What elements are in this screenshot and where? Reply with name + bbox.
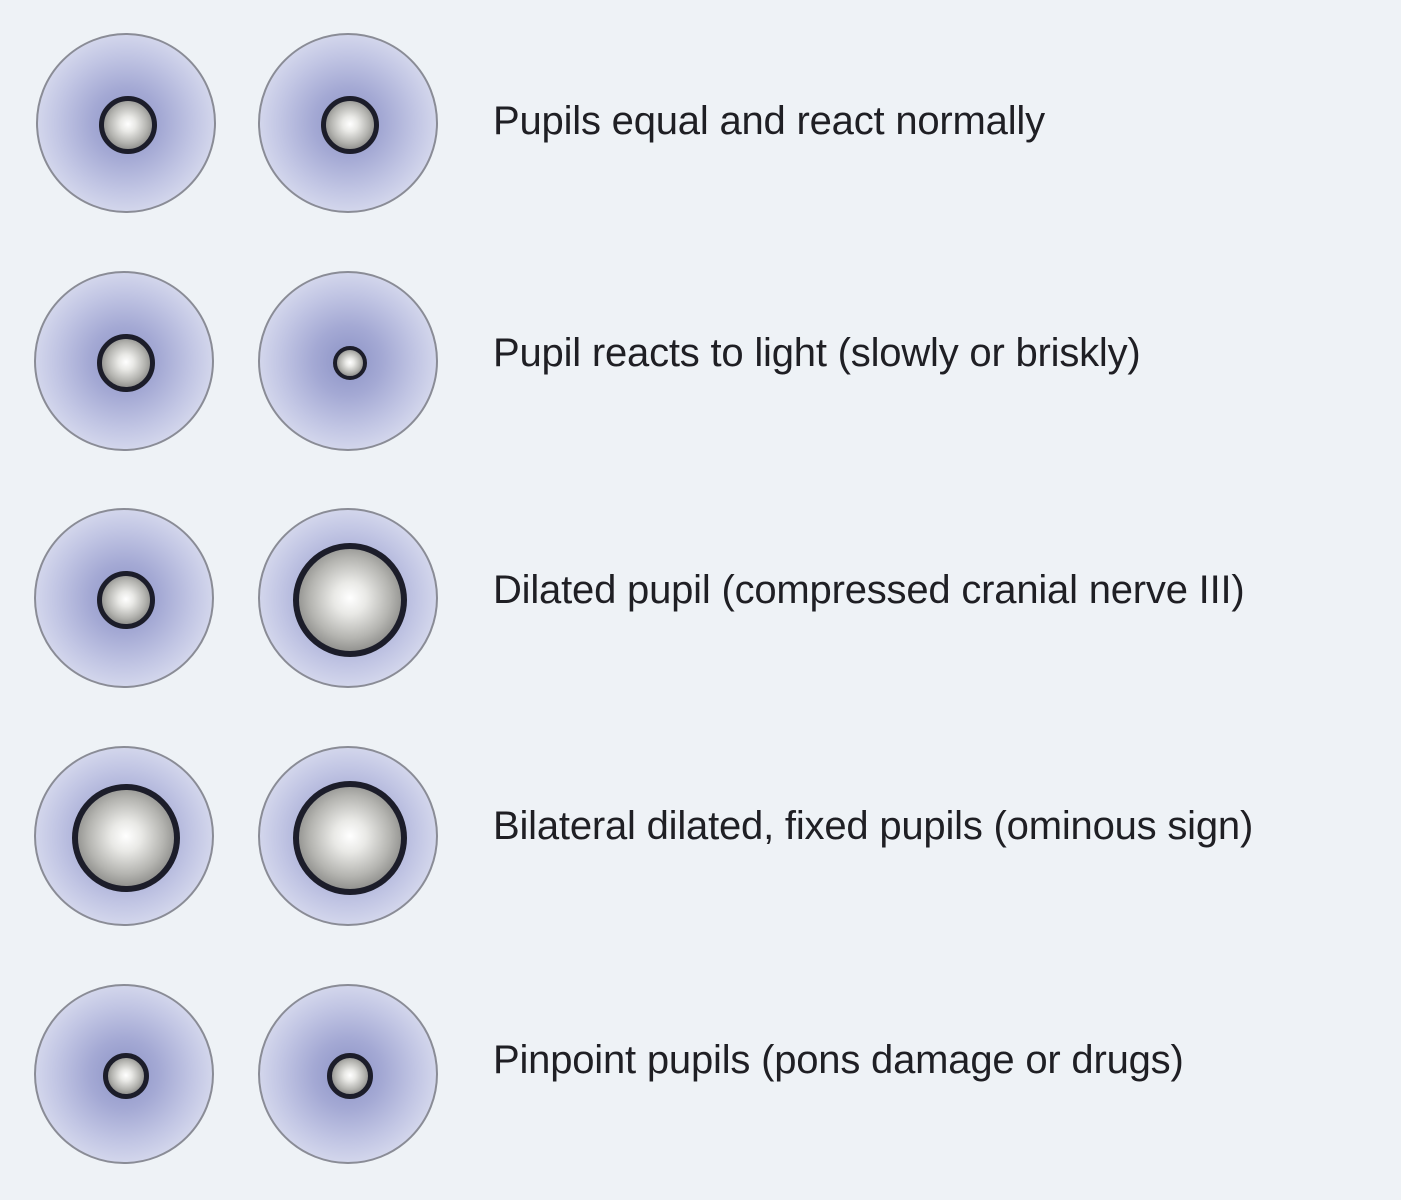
eye-right-row-4 xyxy=(258,746,438,926)
pupil-right-row-3 xyxy=(293,543,407,657)
eye-right-row-1 xyxy=(258,33,438,213)
eye-left-row-2 xyxy=(34,271,214,451)
eye-left-row-1 xyxy=(36,33,216,213)
caption-row-2: Pupil reacts to light (slowly or briskly… xyxy=(493,331,1141,375)
pupil-left-row-2 xyxy=(97,334,155,392)
pupil-right-row-2 xyxy=(333,346,367,380)
caption-row-4: Bilateral dilated, fixed pupils (ominous… xyxy=(493,804,1254,848)
pupil-right-row-4 xyxy=(293,781,407,895)
pupil-left-row-4 xyxy=(72,784,180,892)
eye-right-row-3 xyxy=(258,508,438,688)
caption-row-5: Pinpoint pupils (pons damage or drugs) xyxy=(493,1038,1184,1082)
pupil-left-row-5 xyxy=(103,1053,149,1099)
pupil-right-row-1 xyxy=(321,96,379,154)
eye-right-row-2 xyxy=(258,271,438,451)
pupil-right-row-5 xyxy=(327,1053,373,1099)
eye-right-row-5 xyxy=(258,984,438,1164)
eye-left-row-4 xyxy=(34,746,214,926)
pupil-left-row-3 xyxy=(97,571,155,629)
caption-row-1: Pupils equal and react normally xyxy=(493,99,1045,143)
pupil-left-row-1 xyxy=(99,96,157,154)
eye-left-row-3 xyxy=(34,508,214,688)
caption-row-3: Dilated pupil (compressed cranial nerve … xyxy=(493,568,1245,612)
eye-left-row-5 xyxy=(34,984,214,1164)
